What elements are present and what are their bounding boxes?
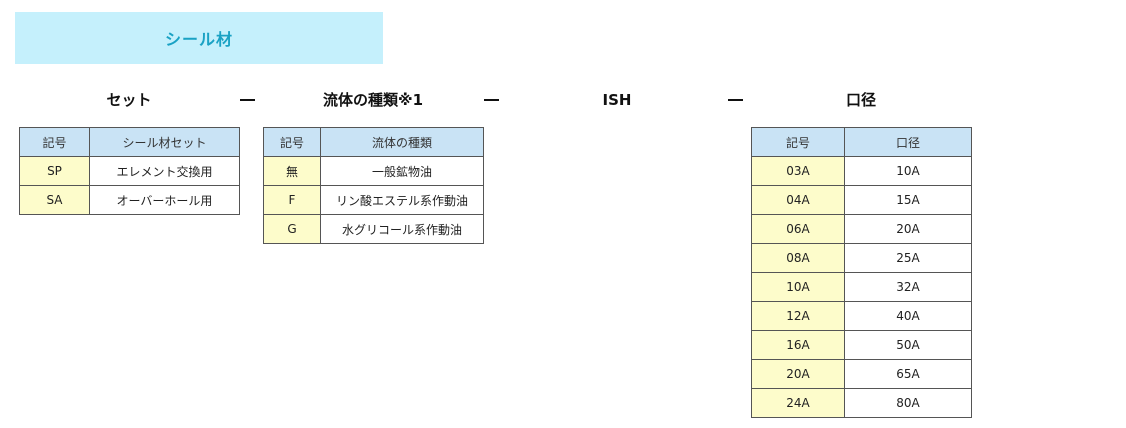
table-row: 08A 25A bbox=[751, 243, 972, 273]
cell-code: 24A bbox=[751, 388, 845, 418]
cell-code: G bbox=[263, 214, 321, 244]
table-row: G 水グリコール系作動油 bbox=[263, 214, 484, 244]
column-header-code: 記号 bbox=[19, 127, 90, 157]
cell-code: 20A bbox=[751, 359, 845, 389]
table-row: 06A 20A bbox=[751, 214, 972, 244]
cell-description: エレメント交換用 bbox=[89, 156, 240, 186]
cell-code: SP bbox=[19, 156, 90, 186]
cell-description: オーバーホール用 bbox=[89, 185, 240, 215]
table-row: 20A 65A bbox=[751, 359, 972, 389]
cell-code: SA bbox=[19, 185, 90, 215]
cell-bore-size: 50A bbox=[844, 330, 972, 360]
label-fluid-type: 流体の種類※1 bbox=[322, 91, 424, 109]
separator-dash bbox=[240, 99, 255, 101]
cell-code: 無 bbox=[263, 156, 321, 186]
page-title: シール材 bbox=[164, 30, 233, 49]
table-header-row: 記号 流体の種類 bbox=[263, 127, 484, 157]
cell-code: 12A bbox=[751, 301, 845, 331]
cell-code: 04A bbox=[751, 185, 845, 215]
cell-code: 16A bbox=[751, 330, 845, 360]
cell-code: 06A bbox=[751, 214, 845, 244]
table-header-row: 記号 シール材セット bbox=[19, 127, 240, 157]
table-row: 24A 80A bbox=[751, 388, 972, 418]
table-row: 10A 32A bbox=[751, 272, 972, 302]
cell-bore-size: 10A bbox=[844, 156, 972, 186]
separator-dash bbox=[728, 99, 743, 101]
table-row: 04A 15A bbox=[751, 185, 972, 215]
table-row: 無 一般鉱物油 bbox=[263, 156, 484, 186]
set-table: 記号 シール材セット SP エレメント交換用 SA オーバーホール用 bbox=[19, 127, 240, 215]
cell-bore-size: 65A bbox=[844, 359, 972, 389]
label-set: セット bbox=[106, 91, 152, 109]
table-row: 12A 40A bbox=[751, 301, 972, 331]
table-row: 03A 10A bbox=[751, 156, 972, 186]
table-header-row: 記号 口径 bbox=[751, 127, 972, 157]
cell-description: 一般鉱物油 bbox=[320, 156, 484, 186]
cell-code: 10A bbox=[751, 272, 845, 302]
bore-table: 記号 口径 03A 10A 04A 15A 06A 20A 08A 25A 10… bbox=[751, 127, 972, 418]
column-header-seal-set: シール材セット bbox=[89, 127, 240, 157]
cell-code: F bbox=[263, 185, 321, 215]
separator-dash bbox=[484, 99, 499, 101]
cell-bore-size: 15A bbox=[844, 185, 972, 215]
cell-bore-size: 32A bbox=[844, 272, 972, 302]
cell-bore-size: 80A bbox=[844, 388, 972, 418]
fluid-type-table: 記号 流体の種類 無 一般鉱物油 F リン酸エステル系作動油 G 水グリコール系… bbox=[263, 127, 484, 244]
table-row: 16A 50A bbox=[751, 330, 972, 360]
cell-bore-size: 20A bbox=[844, 214, 972, 244]
table-row: F リン酸エステル系作動油 bbox=[263, 185, 484, 215]
label-bore: 口径 bbox=[845, 91, 876, 109]
cell-description: リン酸エステル系作動油 bbox=[320, 185, 484, 215]
column-header-bore: 口径 bbox=[844, 127, 972, 157]
cell-description: 水グリコール系作動油 bbox=[320, 214, 484, 244]
column-header-code: 記号 bbox=[751, 127, 845, 157]
column-header-code: 記号 bbox=[263, 127, 321, 157]
cell-bore-size: 40A bbox=[844, 301, 972, 331]
label-ish: ISH bbox=[602, 91, 632, 109]
title-banner: シール材 bbox=[15, 12, 383, 64]
table-row: SA オーバーホール用 bbox=[19, 185, 240, 215]
cell-code: 08A bbox=[751, 243, 845, 273]
cell-bore-size: 25A bbox=[844, 243, 972, 273]
table-row: SP エレメント交換用 bbox=[19, 156, 240, 186]
cell-code: 03A bbox=[751, 156, 845, 186]
column-header-fluid-type: 流体の種類 bbox=[320, 127, 484, 157]
